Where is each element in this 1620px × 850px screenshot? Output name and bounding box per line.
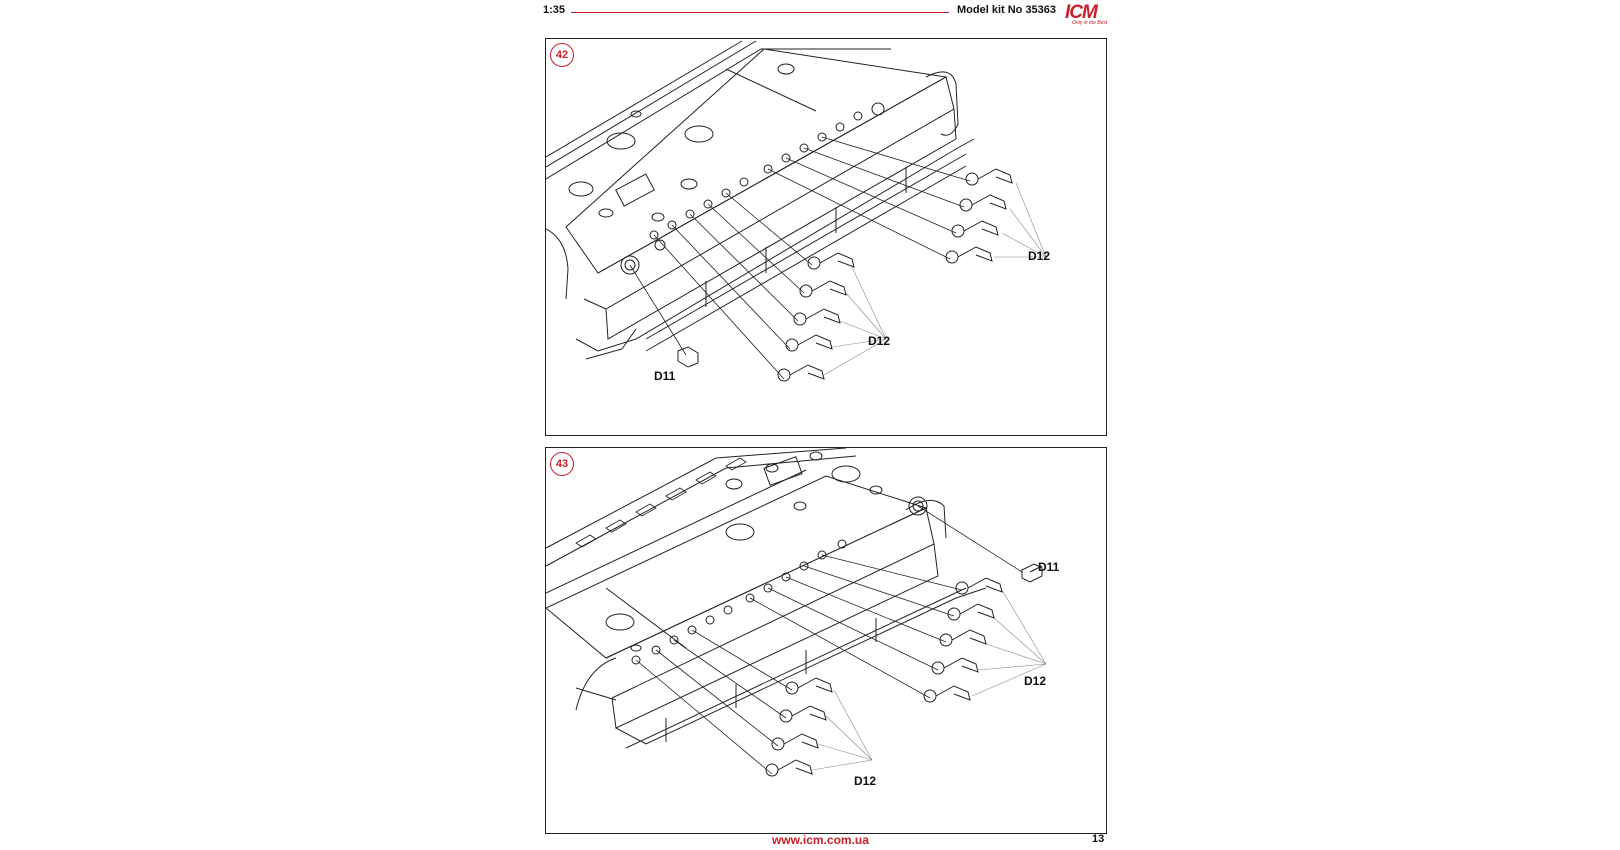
kit-number: Model kit No 35363 [957,4,1057,16]
part-label-d12: D12 [868,334,891,348]
header-rule [571,12,949,13]
logo-tagline: Only in the Best [1072,20,1108,26]
website-link[interactable]: www.icm.com.ua [772,833,869,847]
step-42-drawing [546,40,1047,382]
step-43-drawing [546,448,1047,777]
step-43-panel: 43 D11 D12 D12 [545,447,1107,834]
icm-logo: ICM Only in the Best [1057,2,1107,28]
page-number: 13 [1092,833,1105,845]
part-label-d12: D12 [1024,674,1047,688]
scale-label: 1:35 [543,4,566,16]
part-label-d11: D11 [1038,560,1060,574]
page-header: 1:35 Model kit No 35363 ICM Only in the … [543,2,1108,28]
logo-text: ICM [1065,2,1098,23]
step-number-badge: 42 [550,43,574,67]
part-label-d12: D12 [854,774,877,788]
part-label-d11: D11 [654,369,676,383]
step-number-badge: 43 [550,452,574,476]
part-label-d12: D12 [1028,249,1051,263]
step-42-panel: 42 D12 D12 D11 [545,38,1107,436]
